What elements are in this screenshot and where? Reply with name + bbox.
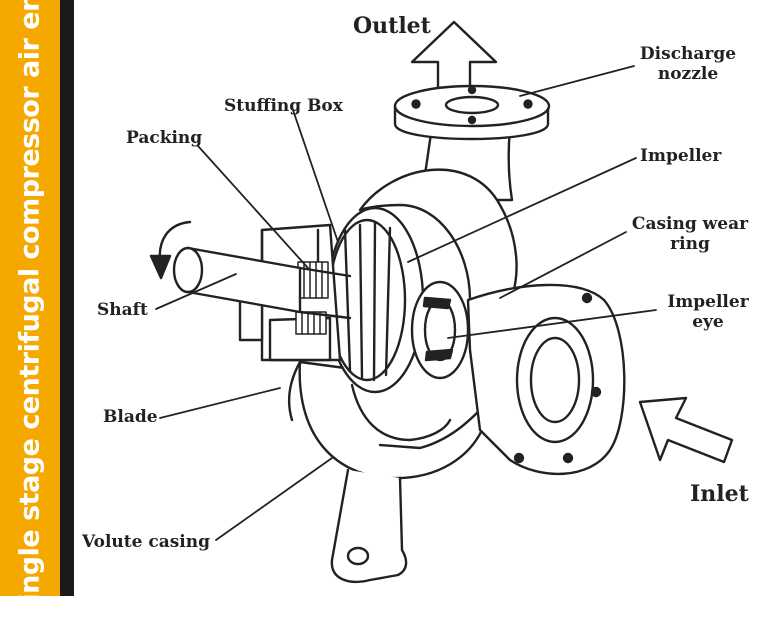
discharge-flange [393, 84, 551, 141]
inlet-flange [466, 283, 626, 476]
label-casing-wear-ring: Casing wear ring [632, 214, 748, 254]
label-discharge-nozzle-line1: Discharge [639, 44, 737, 64]
label-impeller-eye-line1: Impeller [667, 292, 749, 312]
mounting-foot [330, 468, 408, 583]
impeller-eye [410, 280, 470, 380]
label-blade: Blade [103, 407, 158, 427]
label-impeller-eye: Impeller eye [667, 292, 748, 332]
shaft [172, 246, 352, 320]
leader-lines [155, 65, 657, 541]
label-packing: Packing [126, 128, 203, 148]
label-volute-casing: Volute casing [82, 532, 211, 552]
label-outlet: Outlet [353, 13, 431, 39]
label-stuffing-box: Stuffing Box [224, 96, 343, 116]
side-stripe [60, 0, 74, 596]
label-shaft: Shaft [97, 300, 148, 320]
label-casing-wear-ring-line2: ring [670, 234, 710, 254]
label-inlet: Inlet [690, 481, 749, 507]
impeller [325, 206, 425, 394]
label-impeller: Impeller [640, 146, 722, 166]
rotation-arrow [149, 220, 192, 280]
label-discharge-nozzle-line2: nozzle [657, 64, 719, 84]
label-impeller-eye-line2: eye [692, 312, 724, 332]
label-casing-wear-ring-line1: Casing wear [631, 214, 749, 234]
inlet-arrow [638, 396, 734, 464]
label-discharge-nozzle: Discharge nozzle [640, 44, 736, 84]
side-title-bar [0, 0, 60, 596]
pump-diagram [149, 20, 734, 583]
